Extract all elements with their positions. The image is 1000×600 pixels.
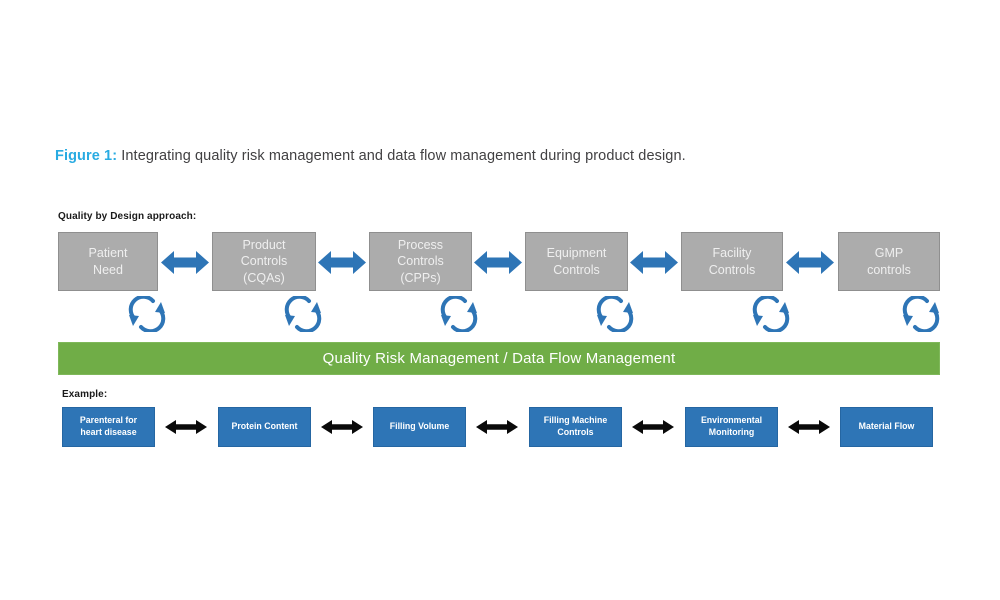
qbd-box-label: Process Controls (CPPs) bbox=[397, 237, 444, 285]
example-box-protein-content: Protein Content bbox=[218, 407, 311, 447]
example-box-filling-volume: Filling Volume bbox=[373, 407, 466, 447]
double-arrow-icon bbox=[632, 420, 674, 434]
qbd-box-equipment-controls: Equipment Controls bbox=[525, 232, 628, 291]
double-arrow-icon bbox=[165, 420, 207, 434]
qbd-box-label: Product Controls (CQAs) bbox=[240, 237, 288, 285]
qbd-box-patient-need: Patient Need bbox=[58, 232, 158, 291]
example-section-heading: Example: bbox=[62, 389, 108, 400]
sync-arrows-icon bbox=[128, 296, 166, 332]
qbd-box-facility-controls: Facility Controls bbox=[681, 232, 783, 291]
double-arrow-icon bbox=[318, 251, 366, 274]
figure-caption: Figure 1: Integrating quality risk manag… bbox=[55, 148, 686, 164]
example-box-label: Environmental Monitoring bbox=[700, 415, 763, 437]
sync-arrows-icon bbox=[752, 296, 790, 332]
sync-arrows-icon bbox=[440, 296, 478, 332]
sync-arrows-icon bbox=[284, 296, 322, 332]
qbd-box-product-controls: Product Controls (CQAs) bbox=[212, 232, 316, 291]
example-box-label: Protein Content bbox=[231, 421, 298, 432]
qbd-section-heading: Quality by Design approach: bbox=[58, 211, 197, 222]
qbd-box-label: Facility Controls bbox=[708, 246, 756, 277]
double-arrow-icon bbox=[788, 420, 830, 434]
example-box-environmental-monitoring: Environmental Monitoring bbox=[685, 407, 778, 447]
example-box-label: Material Flow bbox=[858, 421, 915, 432]
double-arrow-icon bbox=[321, 420, 363, 434]
figure-caption-text: Integrating quality risk management and … bbox=[117, 148, 686, 164]
double-arrow-icon bbox=[786, 251, 834, 274]
double-arrow-icon bbox=[474, 251, 522, 274]
qbd-box-label: Equipment Controls bbox=[546, 246, 607, 277]
example-box-filling-machine: Filling Machine Controls bbox=[529, 407, 622, 447]
qbd-box-label: Patient Need bbox=[88, 246, 128, 277]
qrm-bar-label: Quality Risk Management / Data Flow Mana… bbox=[322, 350, 676, 367]
sync-arrows-icon bbox=[902, 296, 940, 332]
double-arrow-icon bbox=[630, 251, 678, 274]
example-box-parenteral: Parenteral for heart disease bbox=[62, 407, 155, 447]
example-box-label: Filling Machine Controls bbox=[543, 415, 608, 437]
double-arrow-icon bbox=[161, 251, 209, 274]
sync-arrows-icon bbox=[596, 296, 634, 332]
qbd-box-label: GMP controls bbox=[867, 246, 911, 277]
qrm-bar: Quality Risk Management / Data Flow Mana… bbox=[58, 342, 940, 375]
example-box-label: Parenteral for heart disease bbox=[79, 415, 138, 437]
example-box-material-flow: Material Flow bbox=[840, 407, 933, 447]
qbd-box-gmp-controls: GMP controls bbox=[838, 232, 940, 291]
example-box-label: Filling Volume bbox=[389, 421, 450, 432]
qbd-box-process-controls: Process Controls (CPPs) bbox=[369, 232, 472, 291]
double-arrow-icon bbox=[476, 420, 518, 434]
figure-number-label: Figure 1: bbox=[55, 148, 118, 164]
